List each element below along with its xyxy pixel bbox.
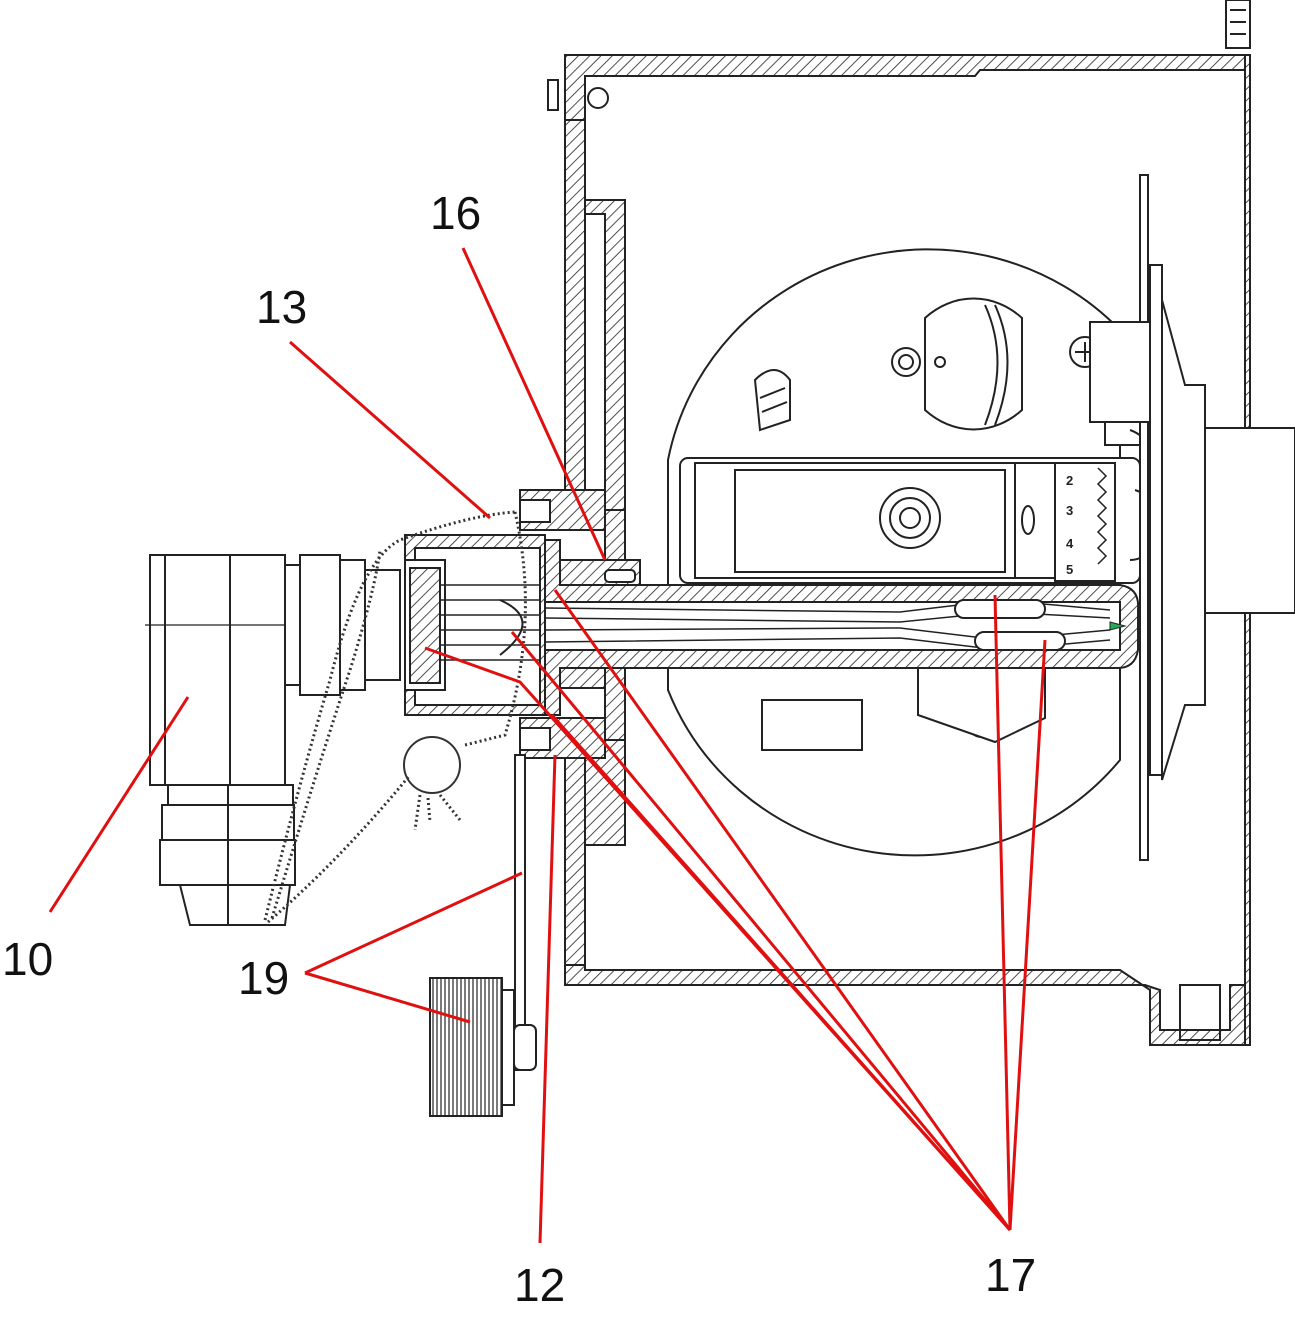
housing-left-wall-lower [564,739,626,966]
wedge-cam [753,369,791,432]
leader-16 [461,247,607,561]
top-screw-head [587,87,609,109]
dial-number: 2 [1066,473,1073,488]
dial-number-labels: 2 3 4 5 [1066,473,1074,577]
leader-17-c [553,589,1012,1231]
mounting-plate [1089,174,1295,861]
connector-collar [404,489,606,759]
dial-number: 4 [1066,536,1074,551]
dial-number: 5 [1066,562,1073,577]
housing-outline [547,0,1251,1041]
callout-13: 13 [256,281,308,333]
leader-17-f [550,714,1012,1231]
leader-12 [538,754,557,1244]
housing-left-wall-mid [564,119,586,501]
housing-bottom-wall [564,964,1251,1046]
knurled-knob [429,754,537,1117]
angled-plug [145,554,401,926]
leader-lines [48,247,1047,1244]
key-ring [403,736,461,794]
leader-10 [48,696,190,913]
half-moon-lever [924,297,1023,431]
dial-number: 3 [1066,503,1073,518]
callout-12: 12 [514,1259,566,1311]
leader-13 [289,340,491,520]
dial-teeth [1096,467,1108,565]
contact-pad-lower [974,631,1066,651]
leader-17-d [510,631,1012,1231]
callout-10: 10 [2,933,54,985]
contact-pad-upper [954,599,1046,619]
housing [564,54,1251,1046]
callout-17: 17 [985,1249,1037,1301]
leader-19-a [304,871,523,975]
central-shaft [539,539,1140,716]
lanyard-chains [263,510,527,924]
leader-17-a [993,594,1012,1231]
callout-16: 16 [430,187,482,239]
callout-19: 19 [238,952,290,1004]
leader-17-b [1008,639,1047,1231]
leader-19-b [304,971,471,1024]
